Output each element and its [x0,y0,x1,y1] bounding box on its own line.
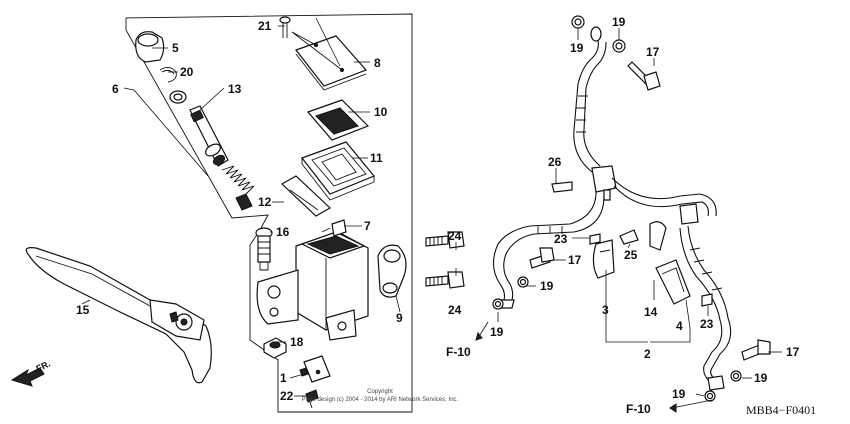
ref-f10-left: F-10 [446,345,471,359]
diagram-code: MBB4−F0401 [746,403,816,417]
callout-19-middle: 19 [540,279,554,293]
diaphragm-plate [306,99,370,141]
callout-26: 26 [548,155,562,169]
callout-19-bottom: 19 [672,387,686,401]
callout-24-upper: 24 [448,229,462,243]
leader-lines [81,17,782,413]
reservoir-cap [295,35,368,91]
fr-label: FR. [34,358,51,373]
callout-23-left: 23 [554,232,568,246]
callout-3: 3 [602,303,609,317]
screw-21 [279,16,291,38]
screw-22 [305,389,319,409]
callout-1: 1 [280,371,287,385]
callout-18: 18 [290,335,304,349]
brake-hose-assembly [492,26,732,391]
callout-12: 12 [258,195,272,209]
callout-24-lower: 24 [448,303,462,317]
brake-lever [25,247,212,384]
handlebar-holder [377,244,407,298]
callout-16: 16 [276,225,290,239]
callout-10: 10 [374,105,388,119]
copyright-line-1: Copyright [367,389,393,395]
callout-9: 9 [396,311,403,325]
holder-bolt-lower [425,271,465,289]
ref-f10-right: F-10 [626,402,651,416]
bleeder-screw-7 [321,219,347,237]
callout-22: 22 [280,389,294,403]
small-bolts [551,181,713,307]
master-cylinder-body [256,231,369,341]
callout-17-bottom: 17 [786,345,800,359]
nut-18 [263,337,287,359]
callout-2: 2 [644,347,651,361]
callout-5: 5 [172,41,179,55]
callout-17-middle: 17 [568,253,582,267]
callout-6: 6 [112,82,119,96]
callout-19-top-left: 19 [570,41,584,55]
callout-20: 20 [180,65,194,79]
callout-14: 14 [644,305,658,319]
callout-19-top-right: 19 [612,15,626,29]
callout-11: 11 [370,151,383,165]
callout-19-lower-left: 19 [490,325,504,339]
master-cylinder-group-border [125,13,413,413]
callout-21: 21 [258,19,272,33]
diaphragm [301,141,375,201]
callout-23-right: 23 [700,317,714,331]
callout-25: 25 [624,248,638,262]
piston-kit [135,31,255,211]
brake-switch [299,355,331,383]
holder-bolt-upper [425,231,465,249]
front-direction-arrow [10,367,45,387]
callout-8: 8 [374,56,381,70]
hose-clamps [592,221,691,305]
callout-15: 15 [76,303,90,317]
oil-bolts [529,61,771,361]
callouts: 5 20 6 13 21 8 10 11 12 7 16 9 15 18 1 2… [76,15,800,403]
callout-17-top: 17 [646,45,660,59]
callout-7: 7 [364,219,371,233]
float [280,175,332,217]
pivot-bolt-16 [255,227,273,271]
callout-4: 4 [676,319,683,333]
callout-19-bottom-right: 19 [754,371,768,385]
copyright-line-2: Page design (c) 2004 - 2014 by ARI Netwo… [302,397,459,403]
callout-13: 13 [228,82,242,96]
sealing-washers [492,15,742,402]
